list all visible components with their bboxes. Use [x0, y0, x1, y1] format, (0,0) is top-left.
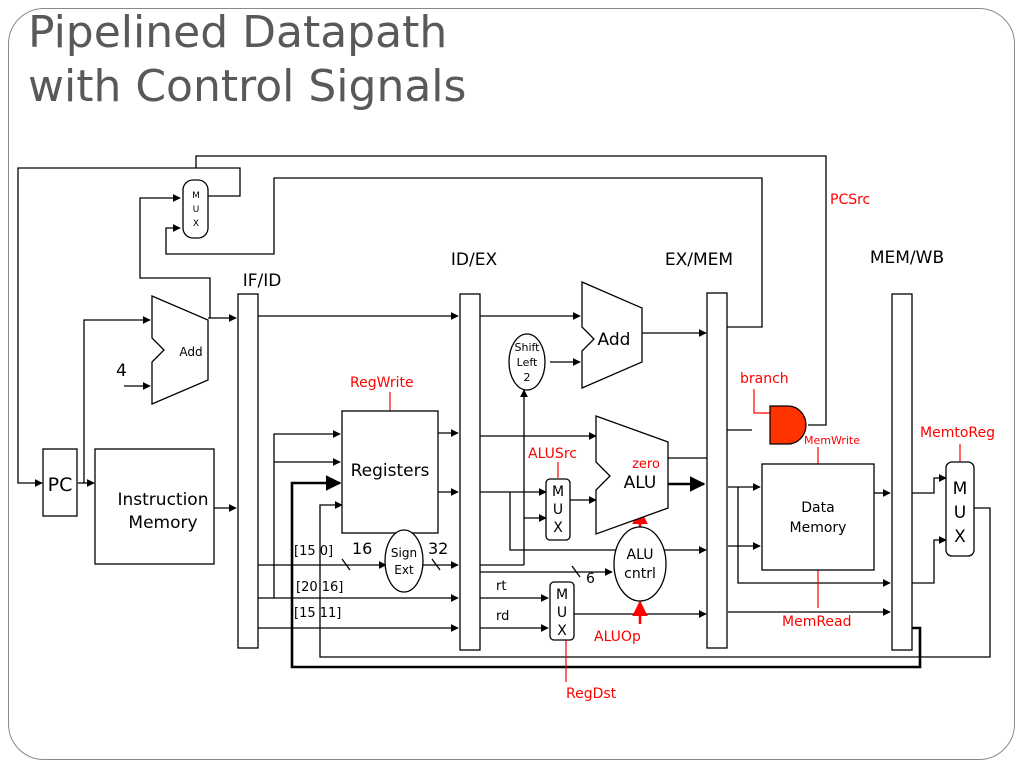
ex-mem-label: EX/MEM [665, 250, 733, 270]
shift-left-2-unit: Shift Left 2 [508, 333, 546, 391]
regdst-mux-m: M [556, 587, 568, 603]
alu-control-unit: ALU cntrl [613, 526, 667, 602]
rd-label: rd [496, 609, 509, 624]
funct-width-tick [571, 565, 581, 578]
title-line-2: with Control Signals [28, 61, 467, 112]
alu-cntrl-label-1: ALU [627, 547, 654, 563]
pc-label: PC [48, 474, 73, 496]
sign-ext-label-1: Sign [391, 546, 417, 560]
imem-label-1: Instruction [118, 490, 209, 510]
regdst-label: RegDst [566, 686, 617, 702]
rt-field-label: [20 16] [296, 580, 343, 595]
memwrite-label: MemWrite [804, 434, 860, 447]
alusrc-mux-x: X [553, 520, 563, 536]
alu-result-bypass-wire [737, 487, 891, 587]
mem-wb-register [891, 293, 913, 651]
memtoreg-mux-u: U [954, 503, 966, 523]
alu-label: ALU [624, 473, 657, 493]
mem-wb-label: MEM/WB [870, 248, 944, 268]
branch-control-wire [753, 389, 770, 414]
memread-label: MemRead [782, 614, 852, 630]
alusrc-label: ALUSrc [528, 446, 577, 462]
memtoreg-mux: M U X [945, 461, 975, 557]
pcsrc-mux: M U X [182, 179, 209, 239]
regdst-mux: M U X [549, 581, 575, 641]
shift-label-2: Left [517, 356, 538, 369]
alu: ALU zero [595, 415, 669, 535]
memtoreg-mux-m: M [953, 479, 968, 499]
memtoreg-mux-x: X [954, 527, 966, 547]
imm-field-label: [15 0] [294, 544, 333, 559]
id-ex-register [459, 293, 481, 651]
branch-target-wire [165, 177, 763, 328]
rt-label: rt [496, 579, 506, 594]
regdst-mux-x: X [557, 623, 567, 639]
read-data-2-bypass-wire [509, 492, 572, 551]
funct-width-label: 6 [586, 571, 595, 587]
title-line-1: Pipelined Datapath [28, 7, 448, 58]
pc-plus-4-to-mux-wire [139, 194, 211, 318]
rs-field-wire [273, 430, 341, 598]
slide-frame [8, 8, 1015, 760]
pcsrc-mux-u: U [193, 205, 200, 215]
aluop-label: ALUOp [594, 629, 641, 645]
if-id-label: IF/ID [243, 271, 282, 291]
data-memory: Data Memory [761, 463, 875, 571]
rd-field-label: [15 11] [294, 606, 341, 621]
alusrc-mux: M U X [545, 478, 571, 541]
control-wires [389, 389, 961, 682]
pc-adder: Add [151, 295, 209, 405]
register-file: Registers [341, 410, 439, 534]
alu-result-to-memtoreg-wire [912, 536, 947, 584]
ex-mem-register [706, 292, 728, 649]
shift-label-1: Shift [514, 341, 540, 354]
regwrite-label: RegWrite [350, 375, 414, 391]
next-pc-wire [17, 167, 241, 487]
imm-width-in-label: 16 [352, 539, 372, 558]
pc-to-adder-wire [83, 316, 151, 483]
pcsrc-wire [195, 155, 827, 426]
branch-adder: Add [581, 281, 643, 389]
branch-label: branch [740, 371, 789, 387]
alusrc-mux-m: M [552, 484, 564, 500]
ext-width-tick [431, 558, 441, 571]
zero-label: zero [632, 457, 660, 472]
pc-adder-label: Add [179, 345, 202, 359]
if-id-register [237, 293, 259, 649]
memtoreg-label: MemtoReg [920, 425, 995, 441]
write-back-data-wire [319, 501, 991, 658]
id-ex-label: ID/EX [451, 250, 498, 270]
imm-width-out-label: 32 [428, 539, 448, 558]
read-data-to-memtoreg-wire [912, 474, 947, 494]
branch-adder-label: Add [598, 330, 631, 350]
sign-ext-label-2: Ext [394, 563, 414, 577]
registers-label: Registers [351, 461, 430, 481]
pcsrc-mux-m: M [192, 191, 200, 201]
sign-extend-unit: Sign Ext [384, 529, 424, 593]
dmem-label-2: Memory [790, 520, 847, 536]
branch-and-gate [769, 405, 807, 445]
alusrc-mux-u: U [553, 502, 563, 518]
imem-label-2: Memory [128, 513, 197, 533]
dmem-label-1: Data [801, 500, 834, 516]
constant-four: 4 [116, 361, 127, 381]
pcsrc-mux-x: X [193, 219, 199, 229]
instruction-memory: Instruction Memory [94, 448, 215, 565]
regdst-mux-u: U [557, 605, 567, 621]
pcsrc-label: PCSrc [830, 192, 870, 208]
pc-register: PC [42, 448, 78, 517]
alu-cntrl-label-2: cntrl [624, 566, 656, 582]
slide-title: Pipelined Datapath with Control Signals [28, 6, 466, 114]
write-register-wire [290, 475, 922, 669]
imm-width-tick [341, 558, 351, 571]
shift-label-3: 2 [524, 371, 531, 384]
